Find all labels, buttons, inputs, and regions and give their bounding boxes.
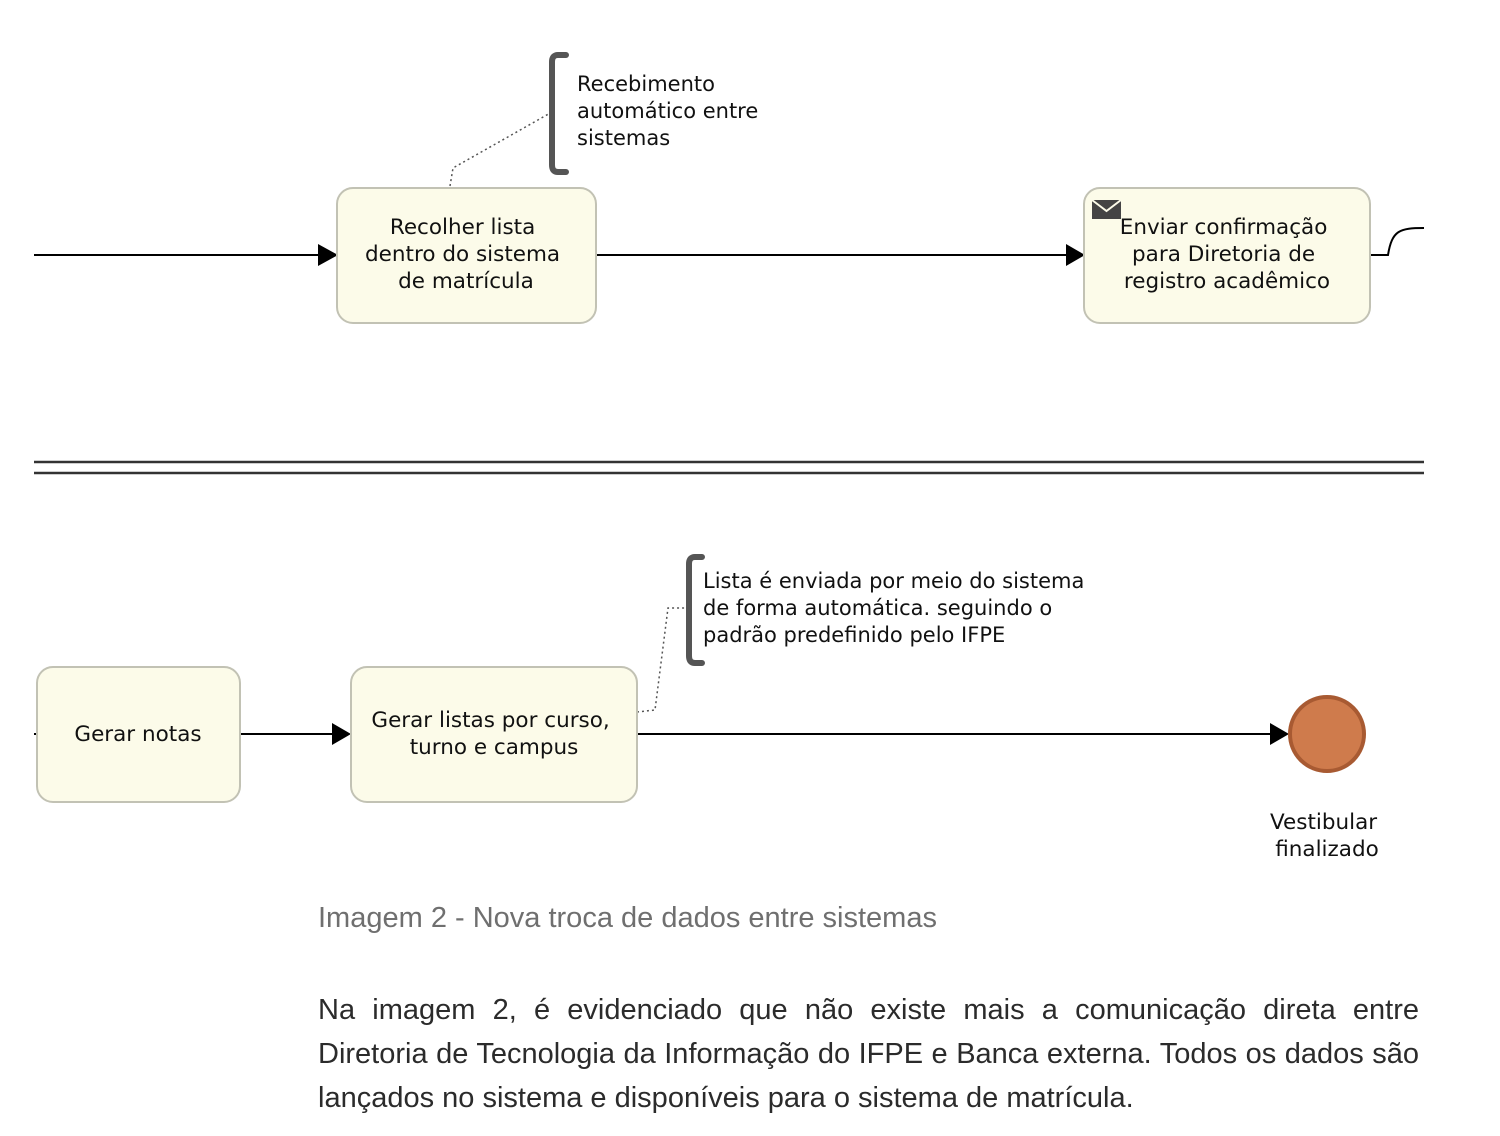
end-event-label: Vestibular finalizado [1270,810,1384,862]
task-box [1083,187,1371,324]
envelope-icon [1091,199,1122,219]
task-box [336,187,597,324]
annotation-bottom-line: padrão predefinido pelo IFPE [703,623,1005,647]
annotation-bracket [549,52,569,175]
task-label: Recolher lista dentro do sistema de matr… [365,215,567,294]
arrowhead [1270,723,1289,745]
bpmn-diagram: Recebimento automático entre sistemas Re… [34,52,1425,862]
annotation-top-line: Recebimento [577,72,715,96]
task-box [36,666,241,803]
annotation-top: Recebimento automático entre sistemas [577,72,765,150]
task-label-line: para Diretoria de [1132,242,1315,267]
task-label: Gerar listas por curso, turno e campus [371,708,616,760]
task-label-line: Gerar notas [74,722,201,747]
annotation-association [449,111,553,187]
annotation-bracket [686,554,705,666]
task-gerar-notas[interactable]: Gerar notas [36,666,241,803]
task-label-line: turno e campus [410,735,579,760]
annotation-bottom-line: de forma automática. seguindo o [703,596,1052,620]
end-event-label-line: finalizado [1275,837,1379,862]
task-label: Enviar confirmação para Diretoria de reg… [1120,215,1334,294]
end-event-vestibular-finalizado[interactable]: Vestibular finalizado [1270,695,1384,862]
task-label-line: registro acadêmico [1124,269,1330,294]
task-label: Gerar notas [74,722,201,747]
task-label-line: de matrícula [398,269,534,294]
task-label-line: Recolher lista [390,215,535,240]
task-enviar-confirmacao[interactable]: Enviar confirmação para Diretoria de reg… [1083,187,1371,324]
annotation-bottom: Lista é enviada por meio do sistema de f… [703,569,1091,647]
message-flow-out [1371,227,1425,256]
task-label-line: dentro do sistema [365,242,560,267]
task-label-line: Gerar listas por curso, [371,708,609,733]
annotation-top-line: sistemas [577,126,670,150]
end-event-label-line: Vestibular [1270,810,1377,835]
annotation-top-line: automático entre [577,99,758,123]
arrowhead [318,244,338,266]
body-paragraph: Na imagem 2, é evidenciado que não exist… [318,994,1419,1114]
task-recolher-lista[interactable]: Recolher lista dentro do sistema de matr… [336,187,597,324]
figure-caption: Imagem 2 - Nova troca de dados entre sis… [318,902,937,934]
annotation-bottom-line: Lista é enviada por meio do sistema [703,569,1084,593]
arrowhead [1066,244,1085,266]
end-event-circle [1288,695,1366,773]
task-label-line: Enviar confirmação [1120,215,1328,240]
annotation-association [636,607,689,713]
task-box [350,666,638,803]
task-gerar-listas[interactable]: Gerar listas por curso, turno e campus [350,666,638,803]
arrowhead [332,723,351,745]
